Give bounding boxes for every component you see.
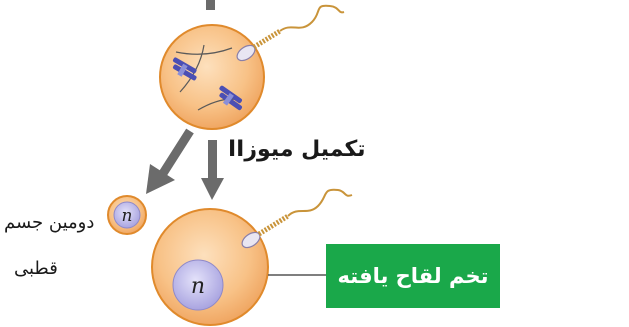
meiosis-ii-completion-label: تکمیل میوزII <box>228 137 366 162</box>
zygote-cell: n <box>152 190 352 325</box>
top-arrow <box>206 0 215 10</box>
polar-body-label-line1: دومین جسم <box>4 212 94 233</box>
polar-body-label-line2: قطبی <box>14 258 58 279</box>
zygote-label-box: تخم لقاح یافته <box>326 244 500 308</box>
zygote-label: تخم لقاح یافته <box>338 264 489 288</box>
sperm-lower <box>239 190 352 251</box>
arrow-to-zygote <box>201 140 224 200</box>
second-polar-body: n <box>108 196 146 234</box>
zygote-nucleus-label: n <box>191 274 205 299</box>
sperm-upper <box>234 6 344 64</box>
arrow-to-polar-body <box>146 131 190 194</box>
secondary-oocyte <box>160 6 344 129</box>
polar-body-nucleus-label: n <box>122 206 133 226</box>
